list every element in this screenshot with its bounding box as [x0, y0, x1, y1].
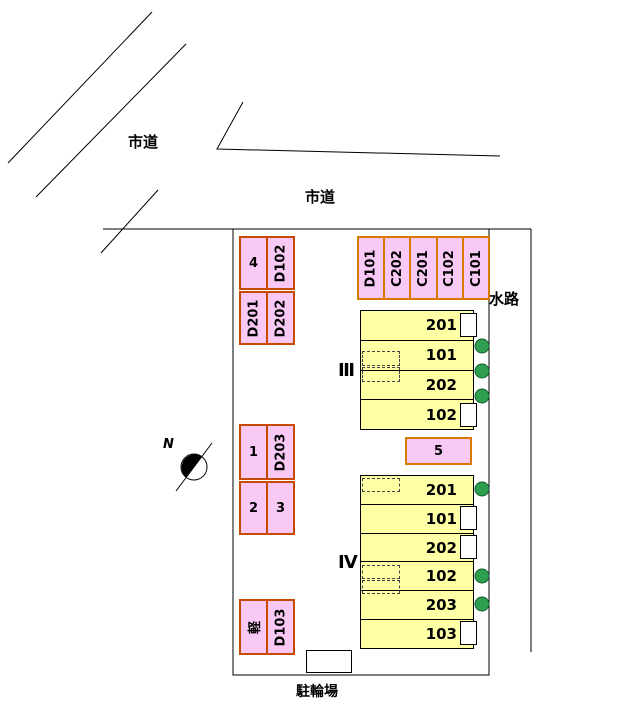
room-cell: 202	[361, 369, 473, 400]
compass-half-fill	[181, 454, 202, 478]
road-edge-line	[35, 43, 187, 198]
parking-spot: D203	[266, 426, 293, 478]
parking-spot-label: 3	[275, 500, 286, 516]
stairs-dashed-rect	[362, 367, 400, 382]
parking-spot: D102	[266, 238, 293, 288]
parking-spot-label: C201	[416, 249, 432, 287]
parking-spot: D201	[241, 293, 266, 343]
parking-group-b: D201 D202	[239, 291, 295, 345]
road-bend-line	[216, 101, 501, 157]
parking-spot: 軽	[241, 601, 266, 653]
plot-boundary	[232, 228, 490, 676]
parking-spot: 2	[241, 483, 266, 533]
entrance-rect	[460, 403, 477, 427]
room-number: 102	[425, 405, 457, 424]
room-cell: 201	[361, 311, 473, 340]
room-cell: 101	[361, 339, 473, 370]
parking-spot-5: 5	[405, 437, 472, 465]
entrance-rect	[460, 535, 477, 559]
stairs-dashed-rect	[362, 351, 400, 366]
room-cell: 103	[361, 619, 473, 648]
parking-spot-label: 5	[433, 443, 444, 459]
tree-icon	[474, 596, 490, 612]
parking-spot: C202	[383, 238, 409, 298]
room-number: 101	[425, 346, 457, 365]
tree-icon	[474, 338, 490, 354]
compass-needle-line	[175, 442, 213, 492]
stairs-dashed-rect	[362, 478, 400, 492]
parking-spot-label: C101	[468, 249, 484, 287]
bicycle-parking-rect	[306, 650, 352, 673]
parking-spot: 4	[241, 238, 266, 288]
road-edge-line	[7, 11, 153, 164]
tree-icon	[474, 363, 490, 379]
parking-spot-label: D203	[273, 433, 288, 471]
room-cell: 102	[361, 561, 473, 590]
entrance-rect	[460, 506, 477, 530]
tree-icon	[474, 568, 490, 584]
parking-spot: 5	[407, 439, 470, 463]
room-number: 202	[425, 538, 457, 557]
room-cell: 102	[361, 399, 473, 429]
entrance-rect	[460, 313, 477, 337]
parking-spot: 1	[241, 426, 266, 478]
building-4-name: Ⅳ	[338, 552, 358, 573]
parking-spot: C201	[409, 238, 435, 298]
room-number: 201	[425, 480, 457, 499]
room-cell: 203	[361, 590, 473, 619]
stairs-dashed-rect	[362, 565, 400, 579]
parking-spot-label: D202	[273, 299, 288, 337]
parking-spot-label: 1	[248, 444, 259, 460]
parking-spot-label: D201	[246, 299, 261, 337]
building-3: 201 101 202 102	[360, 310, 474, 430]
road-label-top: 市道	[128, 133, 159, 151]
parking-strip: D101 C202 C201 C102 C101	[357, 236, 490, 300]
room-number: 202	[425, 375, 457, 394]
room-cell: 201	[361, 476, 473, 504]
road-label-mid: 市道	[305, 188, 336, 206]
parking-spot: D101	[359, 238, 383, 298]
parking-spot-label: D101	[363, 249, 379, 287]
parking-spot-label: D102	[273, 244, 288, 282]
room-number: 203	[425, 596, 457, 615]
room-number: 103	[425, 625, 457, 644]
bike-parking-label: 駐輪場	[296, 684, 338, 700]
room-number: 102	[425, 567, 457, 586]
room-number: 201	[425, 316, 457, 335]
room-cell: 202	[361, 532, 473, 562]
parking-spot-label: 4	[248, 255, 259, 271]
parking-group-e: 軽 D103	[239, 599, 295, 655]
parking-spot: D103	[266, 601, 293, 653]
tree-group	[474, 338, 490, 612]
road-edge-line	[100, 189, 159, 254]
parking-spot-label: C102	[442, 249, 458, 287]
room-cell: 101	[361, 503, 473, 533]
parking-group-c: 1 D203	[239, 424, 295, 480]
parking-spot: C102	[435, 238, 462, 298]
compass-n-label: N	[163, 437, 174, 452]
parking-spot: D202	[266, 293, 293, 343]
parking-group-d: 2 3	[239, 481, 295, 535]
parking-spot-label: 軽	[247, 620, 263, 634]
building-3-name: Ⅲ	[338, 360, 356, 381]
room-number: 101	[425, 509, 457, 528]
parking-spot: C101	[461, 238, 488, 298]
building-4: 201 101 202 102 203 103	[360, 475, 474, 649]
parking-spot-label: 2	[248, 500, 259, 516]
entrance-rect	[460, 621, 477, 645]
waterway-label: 水路	[489, 290, 520, 308]
parking-spot-label: C202	[389, 249, 405, 287]
tree-icon	[474, 388, 490, 404]
parking-spot-label: D103	[273, 608, 288, 646]
north-compass-icon	[175, 442, 213, 492]
stairs-dashed-rect	[362, 580, 400, 594]
parking-spot: 3	[266, 483, 293, 533]
tree-icon	[474, 481, 490, 497]
parking-group-a: 4 D102	[239, 236, 295, 290]
